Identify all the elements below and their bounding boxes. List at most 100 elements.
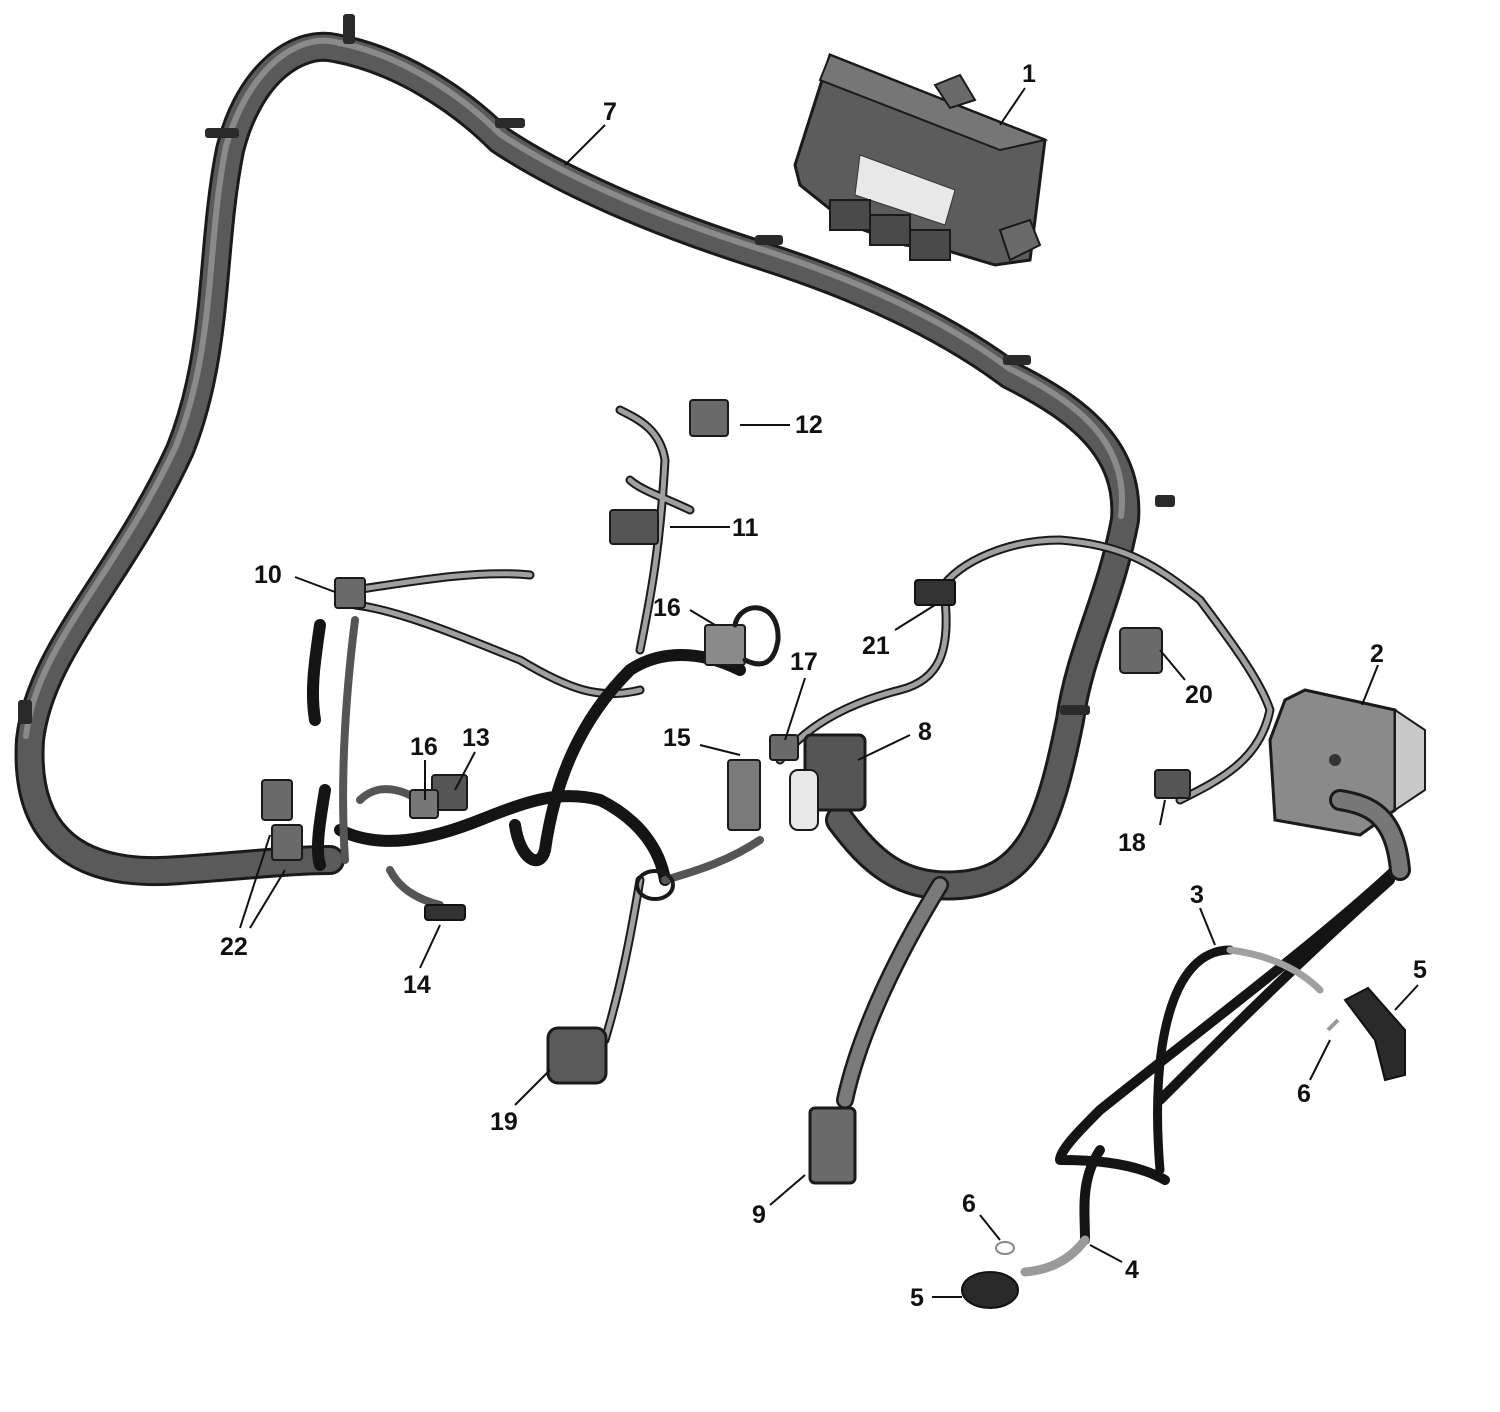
connector-17 (769, 734, 799, 761)
leader-9 (769, 1174, 806, 1206)
callout-21: 21 (862, 632, 890, 660)
leader-22b (249, 869, 286, 929)
ignition-coil-side (1394, 708, 1426, 812)
connector-20 (1119, 627, 1163, 674)
callout-22: 22 (220, 933, 248, 961)
callout-19: 19 (490, 1108, 518, 1136)
callout-16-upper: 16 (653, 594, 681, 622)
leader-16a (689, 609, 716, 626)
spark-plug-cap-lower (961, 1271, 1019, 1309)
harness-clip (205, 128, 239, 138)
callout-7: 7 (603, 98, 617, 126)
callout-12: 12 (795, 411, 823, 439)
ecm-module (793, 53, 1049, 267)
leader-17 (784, 677, 806, 741)
sub-harness (306, 405, 1275, 1045)
callout-16-lower: 16 (410, 733, 438, 761)
callout-18: 18 (1118, 829, 1146, 857)
connectors (261, 399, 1191, 1185)
callouts: 1 2 3 4 5 5 6 6 7 8 9 10 11 12 13 14 15 … (220, 60, 1427, 1312)
leader-4 (1089, 1244, 1123, 1263)
ecm-mount-tab (933, 73, 977, 110)
connector-10 (334, 577, 366, 609)
coil-cable-3 (1055, 865, 1400, 1185)
connector-9 (808, 1106, 857, 1185)
spring-clip-lower (995, 1241, 1015, 1255)
harness-clip (1003, 355, 1031, 365)
leader-5a (1394, 984, 1419, 1011)
harness-clip (495, 118, 525, 128)
leader-10 (294, 576, 336, 593)
ecm-connector-port (869, 214, 911, 246)
callout-6-upper: 6 (1297, 1080, 1311, 1108)
leader-18 (1159, 799, 1166, 826)
main-harness-highlight (23, 37, 1126, 739)
harness-clip (755, 235, 783, 245)
coil-cable-3-grey (1226, 946, 1324, 994)
leader-1 (999, 87, 1026, 126)
coil-cables (1020, 865, 1400, 1277)
ecm-connector-port (909, 229, 951, 261)
ring-terminal (635, 869, 675, 901)
connector-8-latch (789, 769, 819, 831)
callout-3: 3 (1190, 881, 1204, 909)
spark-plug-cap-upper (1343, 986, 1406, 1082)
main-harness (14, 14, 1175, 901)
ecm-mount-tab (998, 218, 1042, 262)
leader-13 (454, 751, 476, 791)
callout-20: 20 (1185, 681, 1213, 709)
ecm-module-label (854, 154, 956, 226)
connector-22-lower (271, 824, 303, 861)
ignition-coil-hole (1329, 754, 1341, 766)
connector-18 (1154, 769, 1191, 799)
callout-5-lower: 5 (910, 1284, 924, 1312)
black-cable (306, 619, 746, 886)
callout-13: 13 (462, 724, 490, 752)
harness-branch-to-9-fill (838, 878, 947, 1107)
leader-14 (419, 924, 441, 969)
connector-16-upper (704, 624, 746, 666)
callout-4: 4 (1125, 1256, 1139, 1284)
spring-clip-upper (1326, 1018, 1340, 1032)
leader-6b (979, 1214, 1001, 1241)
callout-10: 10 (254, 561, 282, 589)
leader-20 (1159, 649, 1186, 681)
callout-1: 1 (1022, 60, 1036, 88)
leader-8 (857, 734, 911, 761)
ignition-coil (1268, 688, 1426, 881)
callout-2: 2 (1370, 640, 1384, 668)
callout-11: 11 (732, 514, 759, 542)
callout-6-lower: 6 (962, 1190, 976, 1218)
leader-3 (1199, 907, 1216, 946)
leader-2 (1361, 664, 1379, 706)
harness-clip (18, 700, 32, 724)
coil-cable-4 (1079, 1145, 1105, 1245)
connector-12 (689, 399, 729, 437)
harness-clip (1155, 495, 1175, 507)
connector-22-upper (261, 779, 293, 821)
leader-15 (699, 744, 741, 756)
leader-21 (894, 604, 936, 631)
connector-15 (727, 759, 761, 831)
leader-6a (1309, 1039, 1331, 1081)
coil-cable-3-loop (1153, 945, 1235, 1175)
coil-cable-4-grey (1020, 1235, 1090, 1277)
connector-19 (546, 1026, 608, 1085)
ignition-coil-output-fill (1332, 792, 1408, 878)
callout-14: 14 (403, 971, 431, 999)
spark-plug-cap-lower-body (961, 1271, 1019, 1309)
leader-22a (239, 834, 271, 929)
callout-17: 17 (790, 648, 818, 676)
leader-lines (239, 87, 1419, 1298)
callout-5-upper: 5 (1413, 956, 1427, 984)
callout-15: 15 (663, 724, 691, 752)
mid-cable (339, 616, 764, 909)
callout-9: 9 (752, 1201, 766, 1229)
leader-19 (514, 1069, 551, 1106)
leader-7 (564, 124, 606, 166)
harness-clip (1060, 705, 1090, 715)
ecm-module-top (818, 53, 1049, 152)
connector-16-upper-loop (732, 605, 781, 667)
callout-8: 8 (918, 718, 932, 746)
